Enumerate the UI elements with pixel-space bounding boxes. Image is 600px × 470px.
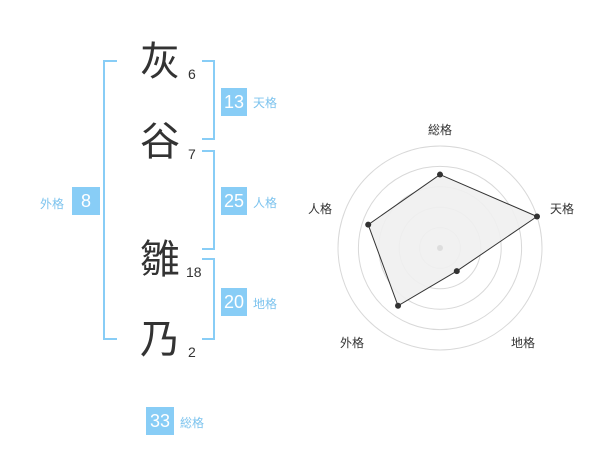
name-char-3: 雛 bbox=[140, 237, 180, 283]
radar-point-3 bbox=[453, 268, 460, 275]
gaikaku-bracket bbox=[103, 60, 117, 340]
chikaku-bracket bbox=[202, 258, 215, 340]
jinkaku-bracket bbox=[202, 150, 215, 250]
chikaku-label: 地格 bbox=[253, 297, 278, 311]
radar-center-dot bbox=[437, 245, 443, 251]
radar-axis-label-tenkaku: 天格 bbox=[550, 202, 575, 216]
stroke-count-1: 6 bbox=[188, 66, 196, 82]
radar-data-polygon bbox=[367, 174, 539, 307]
stroke-count-3: 18 bbox=[186, 264, 202, 280]
radar-ring bbox=[357, 165, 523, 331]
gaikaku-value-badge: 8 bbox=[72, 187, 100, 215]
chikaku-value-badge: 20 bbox=[221, 288, 247, 316]
radar-data-points bbox=[365, 171, 541, 309]
radar-point-5 bbox=[365, 221, 372, 228]
radar-point-4 bbox=[395, 302, 402, 309]
jinkaku-value-badge: 25 bbox=[221, 187, 247, 215]
gaikaku-label: 外格 bbox=[40, 197, 65, 211]
radar-ring bbox=[337, 145, 543, 351]
name-char-2: 谷 bbox=[140, 119, 180, 165]
jinkaku-label: 人格 bbox=[253, 196, 278, 210]
radar-point-1 bbox=[437, 171, 443, 178]
stroke-count-2: 7 bbox=[188, 146, 196, 162]
radar-axis-label-jinkaku: 人格 bbox=[308, 202, 333, 216]
radar-point-2 bbox=[534, 213, 541, 220]
name-char-1: 灰 bbox=[140, 39, 180, 85]
stroke-count-4: 2 bbox=[188, 344, 196, 360]
radar-axis-label-soukaku: 総格 bbox=[428, 123, 453, 137]
tenkaku-label: 天格 bbox=[253, 96, 278, 110]
tenkaku-bracket bbox=[202, 60, 215, 140]
radar-axis-label-chikaku: 地格 bbox=[511, 336, 536, 350]
soukaku-value-badge: 33 bbox=[146, 407, 174, 435]
name-char-4: 乃 bbox=[140, 317, 180, 363]
tenkaku-value-badge: 13 bbox=[221, 88, 247, 116]
soukaku-label: 総格 bbox=[180, 416, 205, 430]
radar-axis-label-gaikaku: 外格 bbox=[340, 336, 365, 350]
